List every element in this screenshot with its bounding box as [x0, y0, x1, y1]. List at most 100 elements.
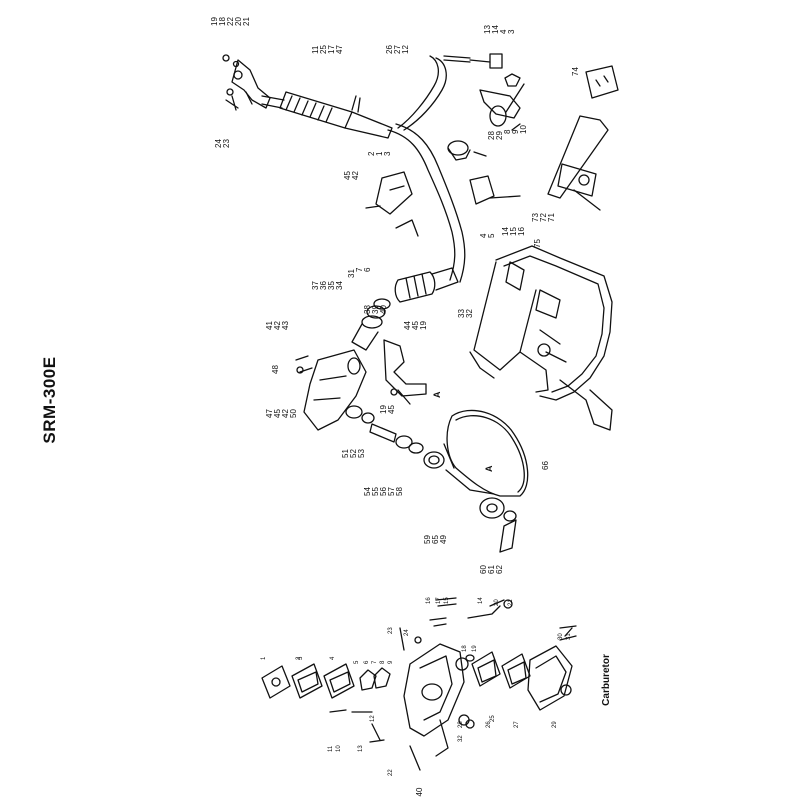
callout-number: 73 [531, 213, 540, 222]
callout-number: 1 [375, 151, 384, 156]
callout-number: 72 [539, 213, 548, 222]
callout-number: 19 [210, 17, 219, 26]
callout-number: 11 [328, 745, 334, 752]
throttle-lever-part [222, 54, 271, 111]
callout-number: 55 [371, 487, 380, 496]
callout-number: 13 [358, 745, 364, 752]
callout-number: 2 [296, 656, 302, 660]
callout-number: 44 [403, 321, 412, 330]
callout-number: 53 [357, 449, 366, 458]
callout-number: 48 [271, 365, 280, 374]
callout-number: 42 [281, 409, 290, 418]
bracket-arm-part [383, 339, 427, 405]
callout-number: 25 [490, 715, 496, 722]
callout-number: 3 [383, 151, 392, 156]
callout-number: 31 [566, 633, 572, 640]
carburetor-diaphragms [471, 635, 577, 711]
wrench-tool-part [547, 115, 609, 211]
callout-number: 61 [487, 565, 496, 574]
blade-guard-part [443, 409, 529, 497]
callout-number: 10 [519, 125, 528, 134]
harness-hook-part [585, 65, 619, 99]
callout-number: 10 [336, 745, 342, 752]
callout-number: 19 [472, 645, 478, 652]
callout-number: 71 [547, 213, 556, 222]
callout-letter: A [484, 465, 494, 472]
callout-number: 1 [261, 656, 267, 660]
callout-number: 62 [495, 565, 504, 574]
callout-numbers-carburetor: 1 2 3 4 5 6 7 8 9 10 11 12 13 14 15 16 1… [261, 597, 572, 776]
callout-number: 45 [343, 171, 352, 180]
callout-number: 33 [457, 309, 466, 318]
callout-number: 29 [552, 721, 558, 728]
callout-numbers-main: 19 18 22 20 21 11 25 17 47 26 27 12 13 1… [210, 17, 580, 574]
callout-number: 20 [494, 599, 500, 606]
callout-number: 34 [335, 281, 344, 290]
callout-number: 18 [462, 645, 468, 652]
callout-number: 56 [379, 487, 388, 496]
callout-number: 32 [458, 735, 464, 742]
callout-number: 7 [372, 660, 378, 664]
bearing-stack-part [345, 405, 445, 469]
callout-number: 28 [458, 721, 464, 728]
callout-number: 43 [281, 321, 290, 330]
carburetor-body-part [403, 643, 470, 737]
gear-case-part [295, 349, 367, 431]
handle-mount-part [365, 171, 521, 237]
callout-number: 15 [444, 597, 450, 604]
callout-number: 12 [370, 715, 376, 722]
callout-letter: A [432, 391, 442, 398]
callout-number: 30 [558, 633, 564, 640]
callout-number: 22 [388, 769, 394, 776]
callout-number: 18 [218, 17, 227, 26]
callout-number: 5 [354, 660, 360, 664]
callout-number: 29 [495, 131, 504, 140]
carburetor-gaskets [261, 663, 391, 699]
callout-number: 52 [349, 449, 358, 458]
callout-number: 26 [486, 721, 492, 728]
callout-number: 14 [501, 227, 510, 236]
callout-number: 16 [517, 227, 526, 236]
callout-number: 40 [379, 305, 388, 314]
callout-number: 47 [265, 409, 274, 418]
callout-number: 9 [388, 660, 394, 664]
blade-washer-part [479, 497, 517, 553]
callout-number: 3 [507, 29, 516, 34]
handle-grip-part [261, 91, 393, 139]
callout-number: 8 [503, 129, 512, 134]
callout-number: 2 [367, 151, 376, 156]
callout-number: 36 [319, 281, 328, 290]
callout-number: 45 [411, 321, 420, 330]
callout-number: 12 [401, 45, 410, 54]
callout-number: 28 [487, 131, 496, 140]
callout-number: 7 [355, 267, 364, 272]
clamp-part [447, 140, 487, 161]
callout-number: 26 [385, 45, 394, 54]
callout-number: 74 [571, 67, 580, 76]
callout-number: 24 [404, 629, 410, 636]
callout-number: 37 [311, 281, 320, 290]
callout-number: 45 [273, 409, 282, 418]
callout-number: 42 [273, 321, 282, 330]
callout-number: 6 [363, 267, 372, 272]
callout-number: 23 [388, 627, 394, 634]
callout-number: 39 [371, 305, 380, 314]
callout-number: 27 [514, 721, 520, 728]
throttle-cable-part [469, 53, 525, 131]
main-shaft-part [387, 55, 471, 283]
callout-number: 25 [319, 45, 328, 54]
callout-number: 5 [487, 233, 496, 238]
callout-number: 23 [222, 139, 231, 148]
callout-number: 42 [351, 171, 360, 180]
callout-number: 14 [478, 597, 484, 604]
callout-number: 17 [327, 45, 336, 54]
callout-number: 3 [298, 656, 304, 660]
callout-number: 9 [511, 129, 520, 134]
callout-number: 38 [363, 305, 372, 314]
callout-number: 24 [214, 139, 223, 148]
harness-frame-part [469, 245, 613, 431]
callout-number: 15 [509, 227, 518, 236]
callout-number: 8 [380, 660, 386, 664]
callout-number: 51 [341, 449, 350, 458]
